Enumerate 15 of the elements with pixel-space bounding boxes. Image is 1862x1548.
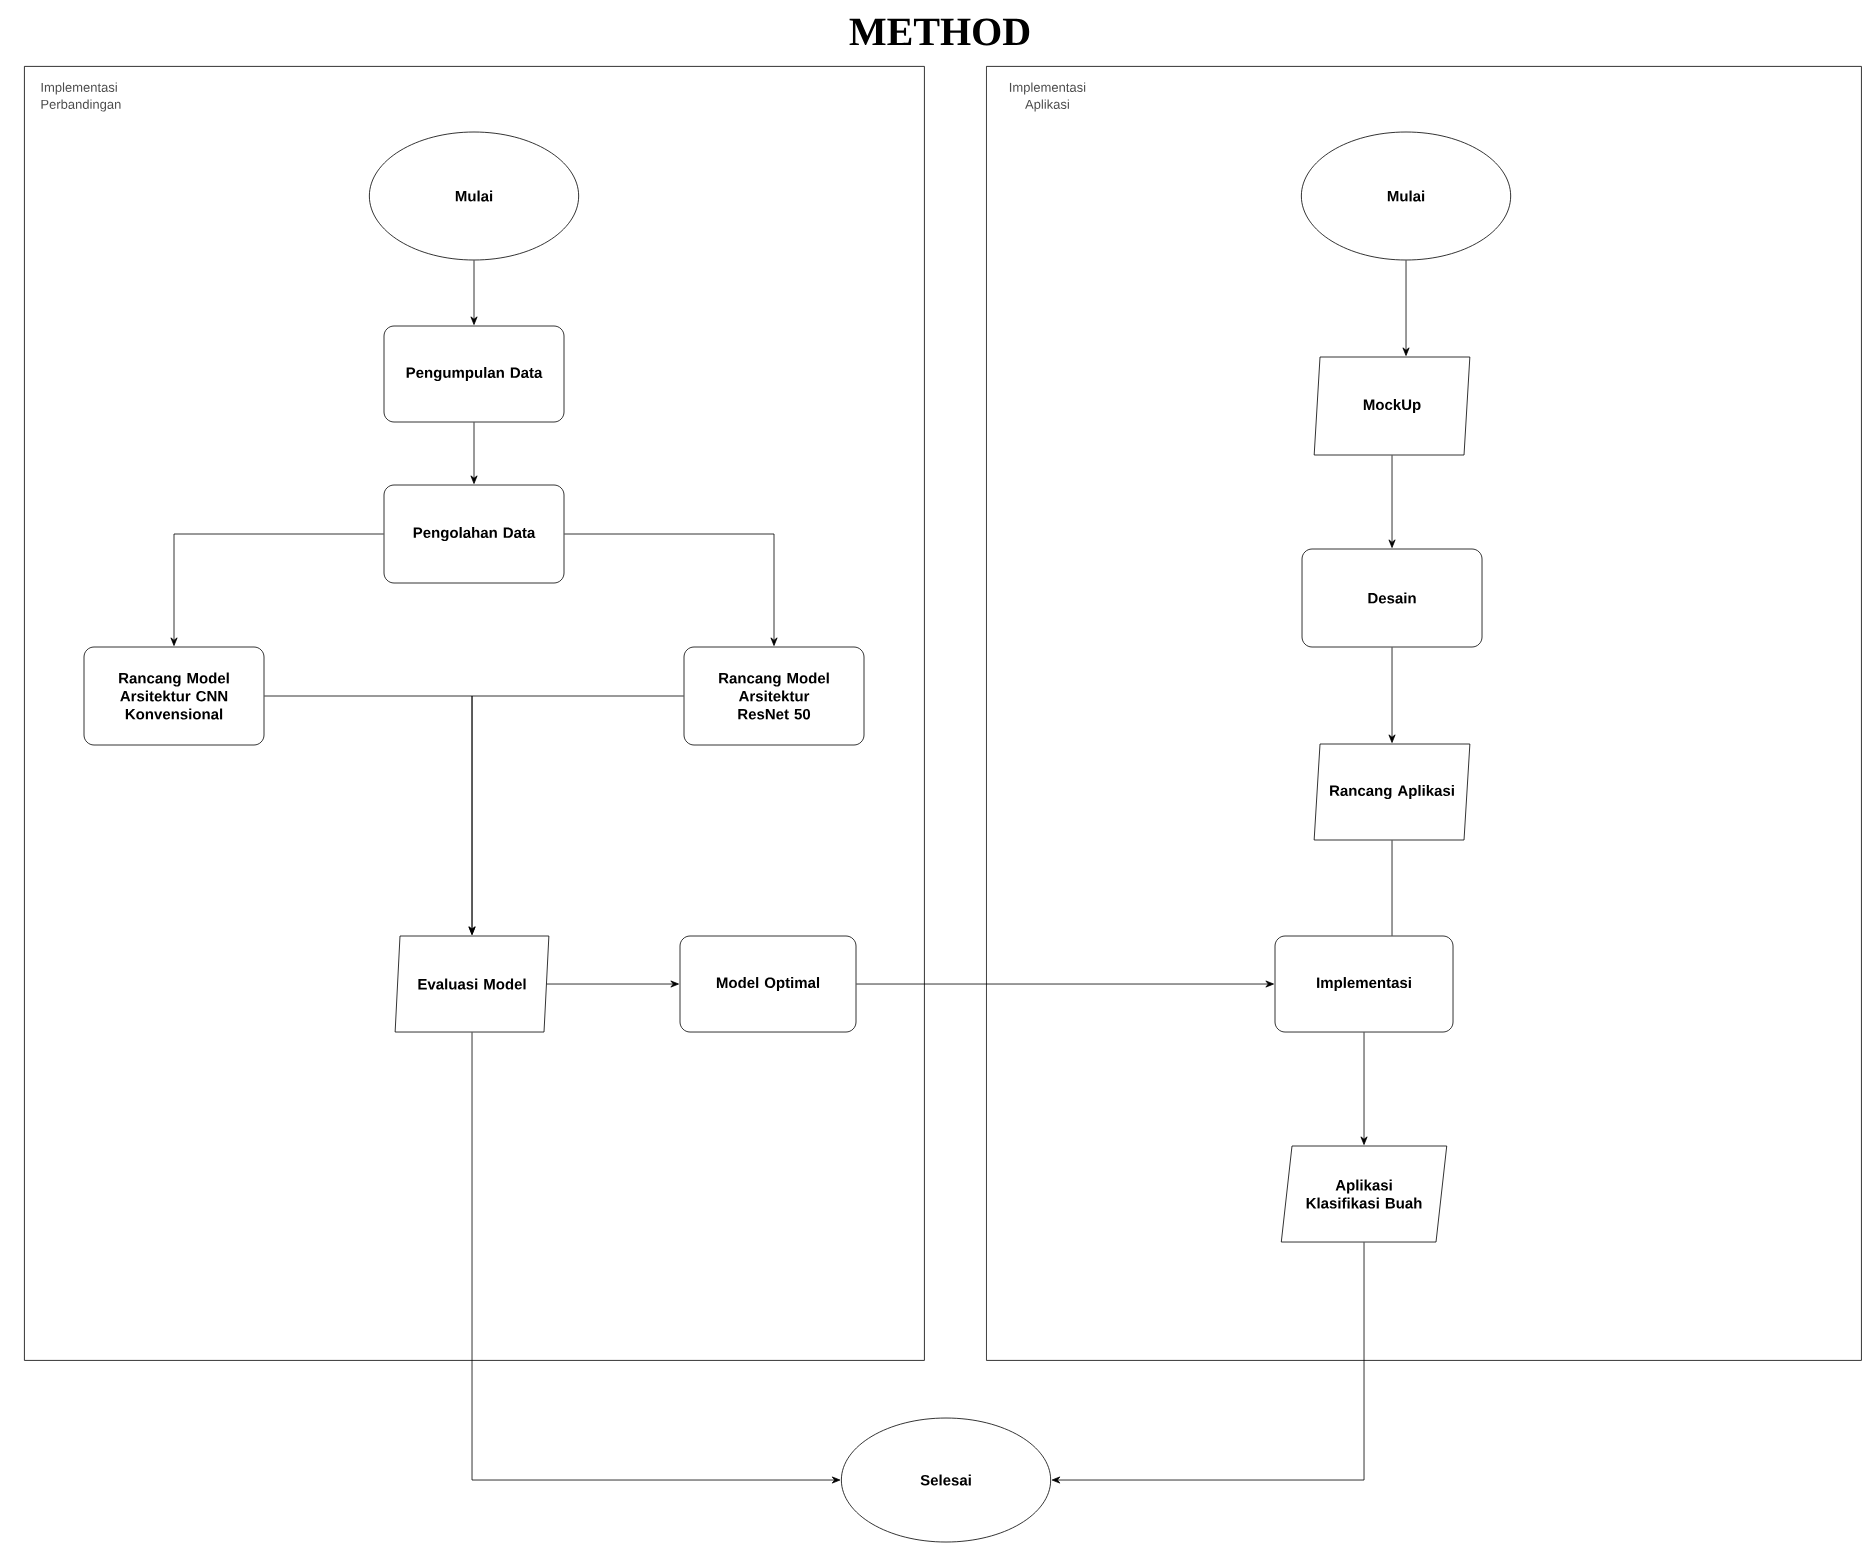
title: METHOD (849, 18, 1030, 46)
arrow (1360, 1032, 1368, 1145)
connector-line (1391, 840, 1393, 936)
arrow (470, 422, 478, 484)
arrow (468, 695, 684, 935)
arrow (470, 260, 478, 325)
arrow (1388, 455, 1396, 548)
arrow (1388, 647, 1396, 743)
arrow (471, 1032, 841, 1484)
arrow (564, 533, 778, 646)
arrow (1051, 1242, 1365, 1484)
arrow (1402, 260, 1410, 356)
arrow (546, 980, 679, 988)
arrow (170, 533, 384, 646)
arrow (856, 980, 1274, 988)
